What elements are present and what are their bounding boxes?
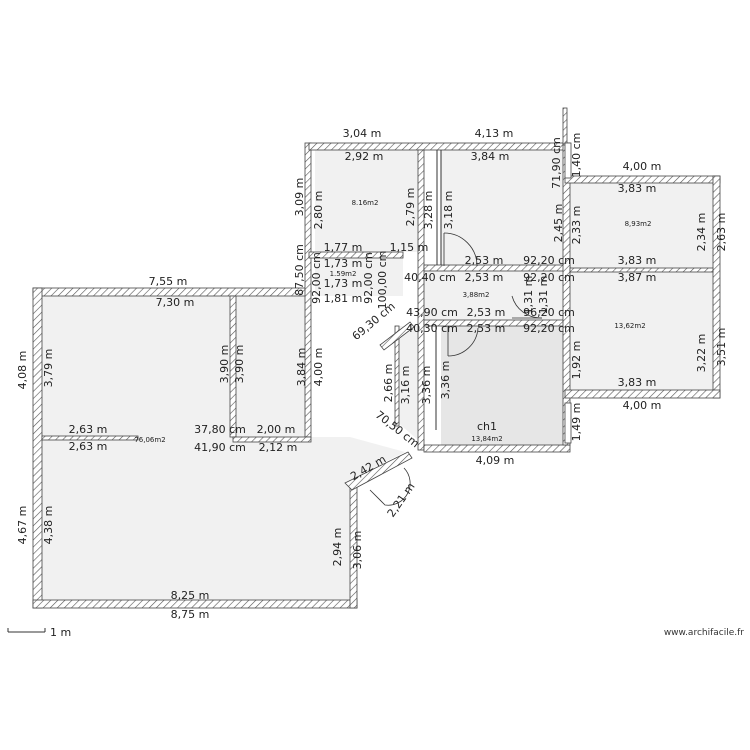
dimension-label: 3,36 m: [439, 361, 452, 400]
dimension-label: 2,34 m: [695, 213, 708, 252]
walls: [32, 107, 721, 609]
dimension-label: 2,80 m: [312, 191, 325, 230]
room-name-label: ch1: [477, 420, 497, 433]
dimension-label: 1,77 m: [324, 241, 363, 254]
room-fills: [42, 150, 713, 600]
dimension-label: 2,92 m: [345, 150, 384, 163]
dimension-label: 2,79 m: [404, 188, 417, 227]
dimension-label: 40,40 cm: [404, 271, 456, 284]
dimension-label: 3,84 m: [295, 348, 308, 387]
dimension-label: 3,18 m: [442, 191, 455, 230]
dimension-label: 37,80 cm: [194, 423, 246, 436]
dimension-label: 92,20 cm: [523, 254, 575, 267]
dimension-label: 2,63 m: [69, 423, 108, 436]
door-arc: [369, 467, 411, 506]
room-1-59: [315, 258, 403, 296]
room-ch1: [441, 326, 563, 445]
door-arc: [447, 327, 479, 357]
dimension-label: 96,20 cm: [523, 306, 575, 319]
dimension-label: 7,30 m: [156, 296, 195, 309]
dimension-label: 2,53 m: [465, 254, 504, 267]
dimension-label: 8,75 m: [171, 608, 210, 621]
dimension-label: 2,33 m: [570, 206, 583, 245]
room-area-label: 13,84m2: [471, 435, 502, 443]
dimension-label: 3,36 m: [420, 366, 433, 405]
dimension-label: 1,73 m: [324, 257, 363, 270]
dimension-label: 3,28 m: [422, 191, 435, 230]
room-8-93: [570, 183, 713, 270]
dimension-label: 71,90 cm: [550, 137, 563, 189]
dimension-label: 3,04 m: [343, 127, 382, 140]
dimension-label: 92,20 cm: [523, 271, 575, 284]
room-living: [42, 296, 405, 600]
doors: [369, 142, 572, 506]
dimension-label: 1,31 m: [537, 276, 550, 315]
dimension-label: 3,09 m: [293, 178, 306, 217]
dimension-label: 1,92 m: [570, 341, 583, 380]
room-13-62: [570, 271, 713, 390]
door-arc: [443, 232, 478, 267]
dimension-label: 8,25 m: [171, 589, 210, 602]
room-corridor: [424, 271, 563, 320]
dimension-label: 3,22 m: [695, 334, 708, 373]
dimension-label: 3,06 m: [351, 531, 364, 570]
dimension-label: 2,94 m: [331, 528, 344, 567]
dimension-label: 43,90 cm: [406, 306, 458, 319]
room-top-middle: [441, 150, 563, 265]
dimension-label: 3,51 m: [715, 328, 728, 367]
dimension-label: 3,90 m: [218, 345, 231, 384]
room-area-label: 8.16m2: [352, 199, 379, 207]
credit-text[interactable]: www.archifacile.fr: [664, 628, 744, 638]
dimension-label: 3,84 m: [471, 150, 510, 163]
dimension-label: 2,00 m: [257, 423, 296, 436]
room-area-label: 76,06m2: [134, 436, 165, 444]
dimension-label: 2,63 m: [715, 213, 728, 252]
dimension-label: 2,53 m: [465, 271, 504, 284]
dimension-label: 41,90 cm: [194, 441, 246, 454]
dimension-label: 4,67 m: [16, 506, 29, 545]
dimension-label: 3,16 m: [399, 366, 412, 405]
dimension-label: 4,13 m: [475, 127, 514, 140]
dimension-label: 2,12 m: [259, 441, 298, 454]
dimension-label: 4,38 m: [42, 506, 55, 545]
dimension-label: 4,00 m: [623, 160, 662, 173]
dimension-label: 2,53 m: [467, 322, 506, 335]
dimension-label: 1,81 m: [324, 292, 363, 305]
dimension-label: 1,73 m: [324, 277, 363, 290]
dimension-label: 1,49 m: [570, 403, 583, 442]
dimension-label: 2,63 m: [69, 440, 108, 453]
dimension-label: 4,08 m: [16, 351, 29, 390]
dimension-label: 1,40 cm: [570, 133, 583, 178]
dimension-label: 4,00 m: [623, 399, 662, 412]
dimension-label: 7,55 m: [149, 275, 188, 288]
dimension-label: 3,83 m: [618, 254, 657, 267]
dimension-label: 40,30 cm: [406, 322, 458, 335]
room-area-label: 3,88m2: [463, 291, 490, 299]
dimension-label: 2,21 m: [385, 480, 418, 519]
room-area-label: 8,93m2: [625, 220, 652, 228]
dimension-label: 3,87 m: [618, 271, 657, 284]
room-area-label: 1.59m2: [330, 270, 357, 278]
dimension-label: 92,00 cm: [362, 252, 375, 304]
dimension-label: 92,00 cm: [310, 252, 323, 304]
room-passage: [395, 326, 418, 440]
dimension-label: 2,53 m: [467, 306, 506, 319]
dimension-label: 1,15 m: [390, 241, 429, 254]
dimension-label: 3,83 m: [618, 182, 657, 195]
room-8-16: [315, 150, 418, 252]
dimension-label: 4,00 m: [312, 348, 325, 387]
dimension-label: 100,00 cm: [376, 251, 389, 310]
dimension-label: 2,45 m: [552, 204, 565, 243]
scale-label: 1 m: [50, 626, 71, 639]
dimension-label: 1,31 m: [522, 276, 535, 315]
dimension-label: 2,66 m: [382, 364, 395, 403]
room-area-label: 13,62m2: [614, 322, 645, 330]
dimension-label: 3,79 m: [42, 349, 55, 388]
dimension-label: 87,50 cm: [293, 244, 306, 296]
dimension-label: 3,83 m: [618, 376, 657, 389]
dimension-label: 3,90 m: [233, 345, 246, 384]
dimension-label: 4,09 m: [476, 454, 515, 467]
dimension-label: 92,20 cm: [523, 322, 575, 335]
